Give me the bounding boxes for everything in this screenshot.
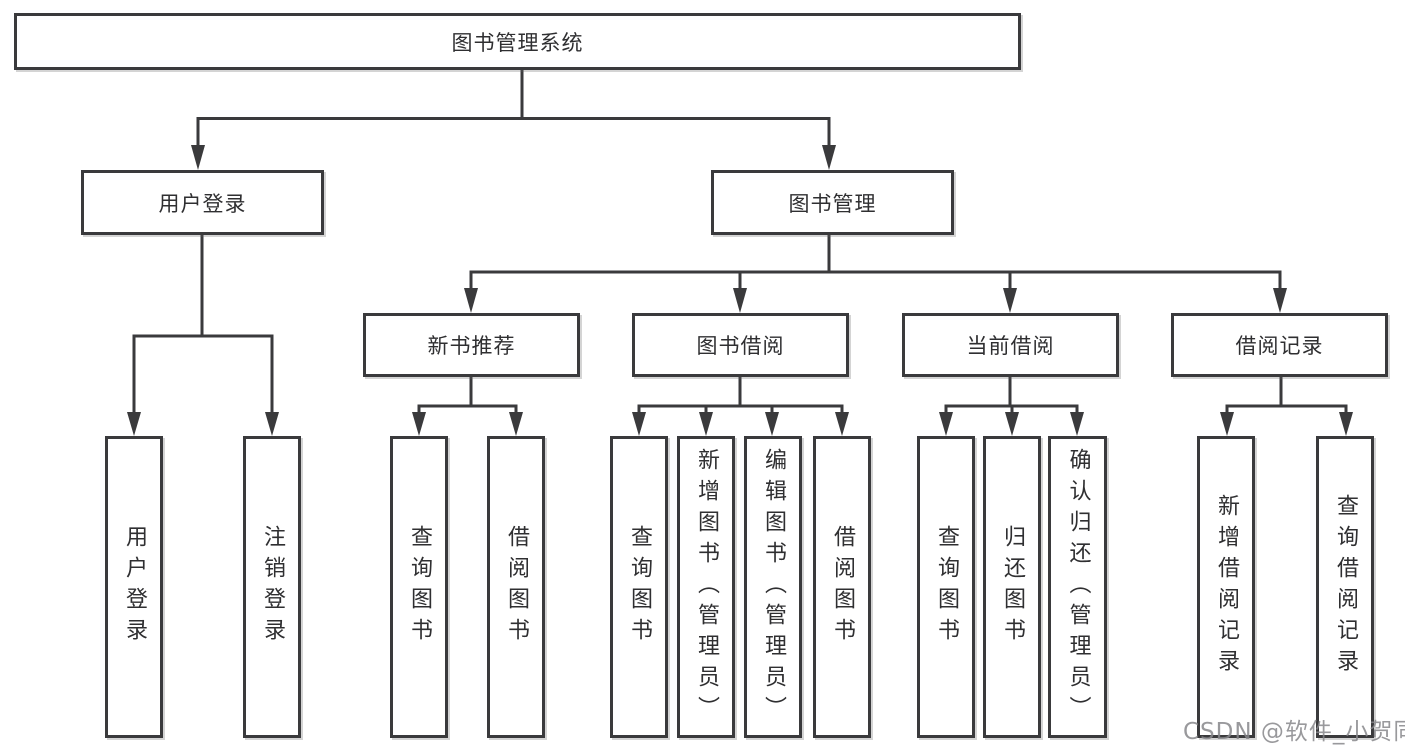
leaf-query-books-current: 查询图书	[917, 436, 975, 738]
leaf-label: 查询图书	[934, 525, 959, 649]
leaf-label: 确认归还（管理员）	[1065, 447, 1091, 727]
leaf-edit-books-admin: 编辑图书（管理员）	[744, 436, 802, 738]
leaf-add-books-admin: 新增图书（管理员）	[677, 436, 735, 738]
node-label: 用户登录	[158, 191, 247, 216]
node-label: 当前借阅	[966, 334, 1055, 358]
node-new-book-recommend: 新书推荐	[363, 313, 580, 377]
leaf-label: 注销登录	[260, 525, 285, 649]
leaf-logout: 注销登录	[243, 436, 301, 738]
leaf-label: 查询借阅记录	[1333, 494, 1358, 680]
leaf-borrow-books-borrowing: 借阅图书	[813, 436, 871, 738]
csdn-watermark: CSDN @软件_小贺同学	[1183, 719, 1405, 745]
node-label: 图书借阅	[696, 334, 785, 358]
leaf-label: 用户登录	[122, 525, 147, 649]
leaf-confirm-return-admin: 确认归还（管理员）	[1048, 436, 1107, 738]
node-root-library-system: 图书管理系统	[14, 13, 1021, 70]
leaf-add-borrow-record: 新增借阅记录	[1197, 436, 1255, 738]
node-book-management-group: 图书管理	[711, 170, 954, 235]
node-label: 借阅记录	[1235, 334, 1324, 358]
leaf-query-books-recommend: 查询图书	[390, 436, 448, 738]
leaf-return-books: 归还图书	[983, 436, 1041, 738]
leaf-label: 查询图书	[627, 525, 652, 649]
leaf-query-borrow-record: 查询借阅记录	[1316, 436, 1374, 738]
leaf-label: 归还图书	[1000, 525, 1025, 649]
leaf-label: 编辑图书（管理员）	[761, 447, 786, 727]
leaf-query-books-borrowing: 查询图书	[610, 436, 668, 738]
leaf-borrow-books-recommend: 借阅图书	[487, 436, 545, 738]
node-root-label: 图书管理系统	[451, 30, 584, 55]
leaf-label: 查询图书	[407, 525, 432, 649]
leaf-user-login: 用户登录	[105, 436, 163, 738]
leaf-label: 新增借阅记录	[1214, 494, 1239, 680]
leaf-label: 借阅图书	[504, 525, 529, 649]
leaf-label: 借阅图书	[830, 525, 855, 649]
node-current-borrowing: 当前借阅	[902, 313, 1119, 377]
leaf-label: 新增图书（管理员）	[694, 447, 719, 727]
node-borrowing-records: 借阅记录	[1171, 313, 1388, 377]
node-book-borrowing: 图书借阅	[632, 313, 849, 377]
node-user-login-group: 用户登录	[81, 170, 324, 235]
node-label: 新书推荐	[427, 334, 516, 358]
node-label: 图书管理	[788, 191, 877, 216]
